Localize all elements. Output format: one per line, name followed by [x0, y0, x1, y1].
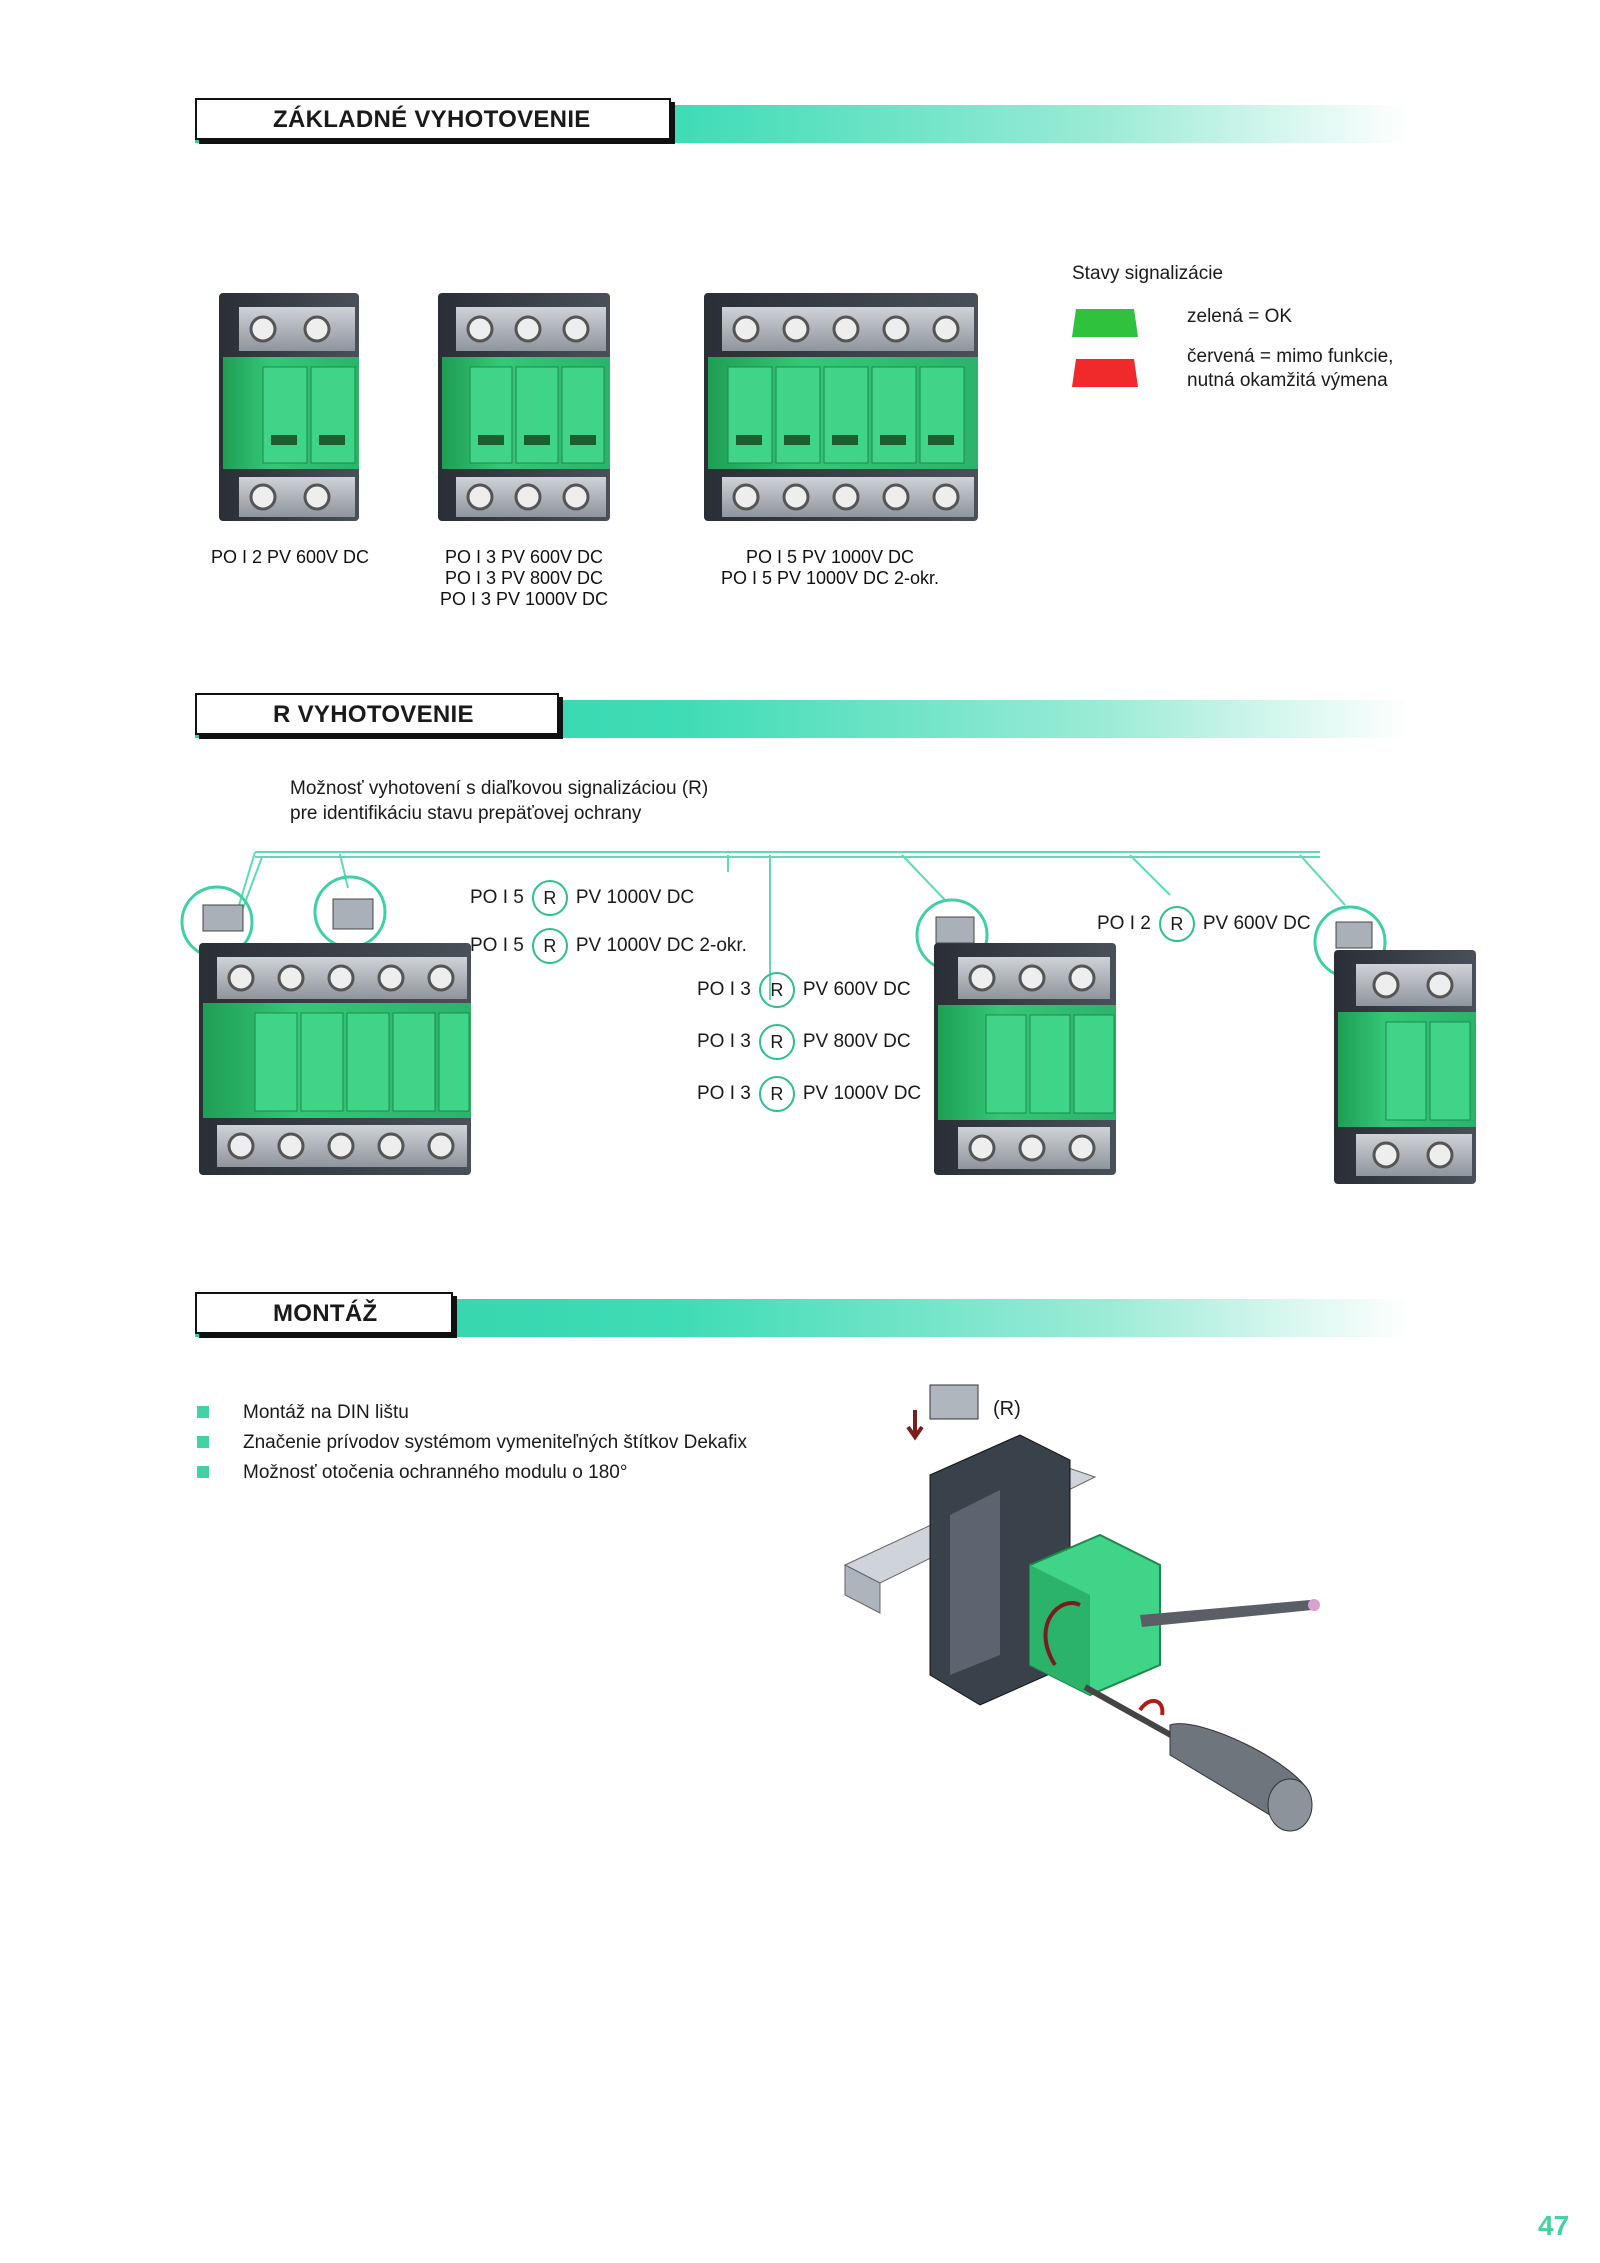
mounting-r-label: (R)	[993, 1398, 1021, 1420]
caption-po-i3: PO I 3 PV 600V DC PO I 3 PV 800V DC PO I…	[424, 547, 624, 610]
legend-red-line: nutná okamžitá výmena	[1187, 370, 1388, 391]
caption-line: PO I 3 PV 1000V DC	[439, 589, 609, 609]
bullet-marker	[197, 1466, 209, 1478]
caption-line: PO I 5 PV 1000V DC 2-okr.	[720, 568, 940, 588]
legend-title: Stavy signalizácie	[1072, 263, 1224, 284]
caption-line: PO I 3 PV 600V DC	[444, 547, 604, 567]
r-mark: R	[531, 928, 568, 964]
variant-prefix: PO I 2	[1097, 913, 1151, 935]
r-mark: R	[758, 972, 795, 1008]
r-device-po-i3-image	[934, 916, 1116, 1175]
caption-line: PO I 5 PV 1000V DC	[745, 547, 915, 567]
variant-suffix: PV 1000V DC	[575, 887, 695, 909]
r-mark: R	[758, 1076, 795, 1112]
variant-suffix: PV 800V DC	[802, 1031, 911, 1053]
r-intro-line: Možnosť vyhotovení s diaľkovou signalizá…	[290, 778, 709, 799]
variant-suffix: PV 600V DC	[802, 979, 911, 1001]
bullet-text: Značenie prívodov systémom vymeniteľných…	[243, 1432, 747, 1453]
device-po-i3-image	[438, 293, 610, 521]
caption-po-i5: PO I 5 PV 1000V DC PO I 5 PV 1000V DC 2-…	[700, 547, 960, 589]
bullet-marker	[197, 1406, 209, 1418]
variant-prefix: PO I 5	[470, 935, 524, 957]
bullet-text: Možnosť otočenia ochranného modulu o 180…	[243, 1462, 628, 1483]
variant-suffix: PV 600V DC	[1202, 913, 1311, 935]
r-variant-po-i2: PO I 2 R PV 600V DC	[1097, 906, 1311, 942]
bullet-marker	[197, 1436, 209, 1448]
legend-green-swatch	[1072, 309, 1138, 337]
device-po-i5-image	[704, 293, 978, 521]
r-intro-line: pre identifikáciu stavu prepäťovej ochra…	[290, 803, 642, 824]
section-title: MONTÁŽ	[195, 1292, 453, 1334]
mounting-illustration	[843, 1384, 1320, 1832]
connector-lines	[180, 851, 1387, 1000]
r-variant-po-i3-1000: PO I 3 R PV 1000V DC	[697, 1076, 921, 1112]
variant-suffix: PV 1000V DC 2-okr.	[575, 935, 747, 957]
r-variant-po-i3-800: PO I 3 R PV 800V DC	[697, 1024, 911, 1060]
r-variant-po-i5-2okr: PO I 5 R PV 1000V DC 2-okr.	[470, 928, 747, 964]
variant-suffix: PV 1000V DC	[802, 1083, 922, 1105]
section-title: R VYHOTOVENIE	[195, 693, 559, 735]
device-po-i2-image	[219, 293, 359, 521]
page-number: 47	[1538, 2210, 1570, 2241]
caption-line: PO I 3 PV 800V DC	[444, 568, 604, 588]
variant-prefix: PO I 5	[470, 887, 524, 909]
variant-prefix: PO I 3	[697, 1031, 751, 1053]
r-mark: R	[758, 1024, 795, 1060]
legend-red-text: červená = mimo funkcie, nutná okamžitá v…	[1187, 345, 1393, 393]
r-variant-po-i3-600: PO I 3 R PV 600V DC	[697, 972, 911, 1008]
section-title: ZÁKLADNÉ VYHOTOVENIE	[195, 98, 671, 140]
legend-green-text: zelená = OK	[1187, 306, 1293, 327]
r-intro: Možnosť vyhotovení s diaľkovou signalizá…	[290, 776, 708, 826]
r-device-po-i5-image	[199, 898, 471, 1175]
legend-red-swatch	[1072, 359, 1138, 387]
bullet-text: Montáž na DIN lištu	[243, 1402, 409, 1423]
r-mark: R	[531, 880, 568, 916]
caption-po-i2: PO I 2 PV 600V DC	[210, 547, 370, 567]
legend-red-line: červená = mimo funkcie,	[1187, 346, 1394, 367]
r-variant-po-i5: PO I 5 R PV 1000V DC	[470, 880, 694, 916]
variant-prefix: PO I 3	[697, 979, 751, 1001]
r-device-po-i2-image	[1334, 921, 1476, 1184]
variant-prefix: PO I 3	[697, 1083, 751, 1105]
r-mark: R	[1158, 906, 1195, 942]
